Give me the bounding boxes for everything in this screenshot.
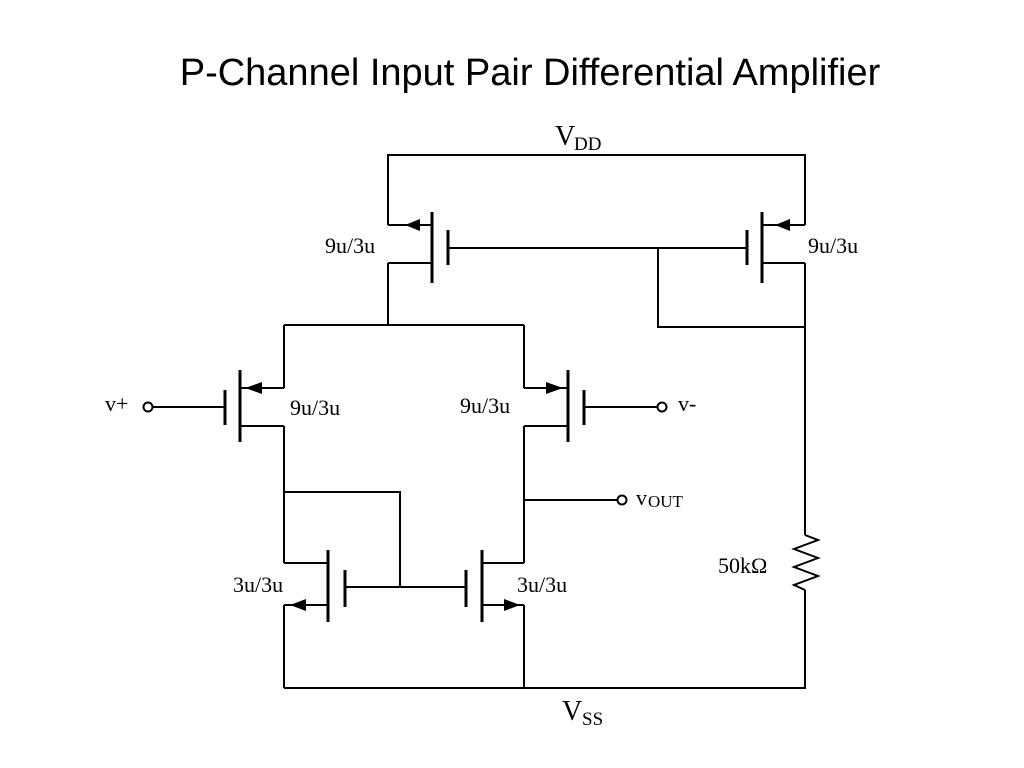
svg-text:OUT: OUT: [648, 492, 684, 511]
load-nmos-left-transistor: [284, 550, 347, 622]
tail-pmos-size-label: 9u/3u: [325, 233, 375, 258]
svg-text:SS: SS: [582, 709, 603, 730]
bias-gate-wire: [448, 247, 805, 328]
load-nmos-right-transistor: [464, 550, 524, 622]
input-pmos-right-transistor: [524, 370, 586, 442]
right-drain-wire: [523, 426, 618, 563]
bias-pmos-size-label: 9u/3u: [808, 233, 858, 258]
svg-text:DD: DD: [574, 134, 601, 155]
bias-pmos-transistor: [745, 212, 805, 283]
vdd-rail-wire: [387, 154, 806, 225]
tail-node-wire: [283, 263, 525, 388]
bias-branch-wire: [284, 263, 806, 689]
svg-text:V: V: [562, 696, 582, 727]
vout-terminal[interactable]: [616, 494, 628, 506]
vdd-label: V DD: [555, 121, 601, 155]
resistor-zigzag: [791, 534, 821, 591]
vout-label: v OUT: [636, 485, 684, 511]
input-left-size-label: 9u/3u: [290, 395, 340, 420]
vss-label: V SS: [562, 696, 603, 730]
vplus-terminal[interactable]: [142, 401, 154, 413]
vss-rail-wire: [283, 605, 525, 688]
slide-title: P-Channel Input Pair Differential Amplif…: [179, 52, 881, 94]
vminus-terminal[interactable]: [656, 401, 668, 413]
input-pmos-left-transistor: [223, 370, 284, 442]
load-right-size-label: 3u/3u: [517, 572, 567, 597]
resistor-value-label: 50kΩ: [718, 553, 767, 578]
svg-text:V: V: [555, 121, 575, 152]
svg-text:v: v: [636, 485, 647, 510]
load-left-size-label: 3u/3u: [233, 572, 283, 597]
input-right-size-label: 9u/3u: [460, 393, 510, 418]
left-drain-wire: [283, 426, 401, 587]
vplus-label: v+: [105, 391, 128, 416]
vminus-label: v-: [678, 391, 696, 416]
tail-pmos-transistor: [388, 212, 450, 283]
